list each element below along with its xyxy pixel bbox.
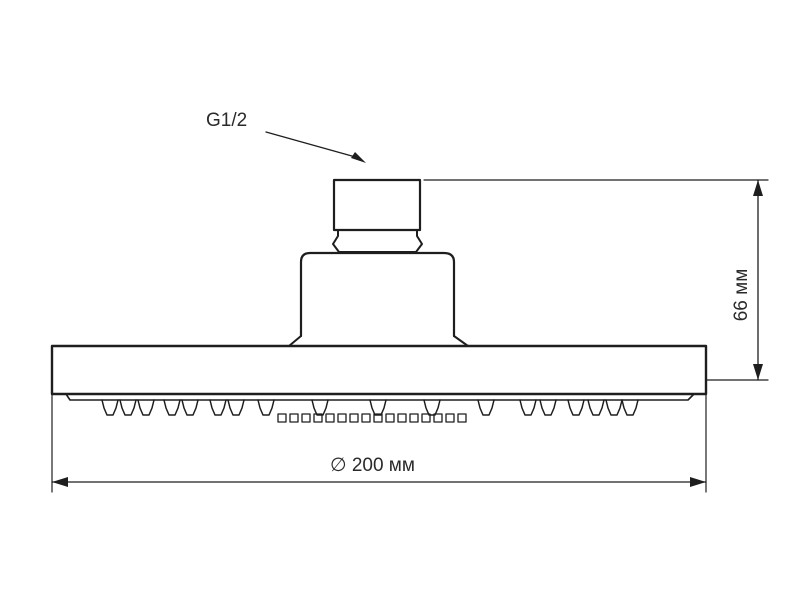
center-nozzle (457, 413, 467, 423)
center-nozzle (433, 413, 443, 423)
center-nozzle (349, 413, 359, 423)
spray-nozzle (477, 399, 495, 416)
center-nozzle (337, 413, 347, 423)
hub (299, 251, 456, 338)
shower-head (50, 178, 708, 423)
spray-nozzle (181, 399, 199, 416)
thread-connector (332, 178, 422, 232)
spray-nozzle (369, 399, 387, 416)
center-nozzle (445, 413, 455, 423)
center-nozzle (289, 413, 299, 423)
spray-nozzle (209, 399, 227, 416)
diameter-arrow-left (52, 477, 68, 487)
plate-bottom (65, 393, 695, 401)
spray-nozzle (119, 399, 137, 416)
spray-nozzle (423, 399, 441, 416)
center-nozzle (325, 413, 335, 423)
center-nozzle (385, 413, 395, 423)
spray-nozzle (567, 399, 585, 416)
center-nozzle (361, 413, 371, 423)
height-arrow-top (753, 180, 763, 196)
center-nozzle (277, 413, 287, 423)
center-nozzle (373, 413, 383, 423)
spray-nozzle (163, 399, 181, 416)
spray-nozzle (257, 399, 275, 416)
spray-nozzle (519, 399, 537, 416)
spray-nozzle (101, 399, 119, 416)
thread-leader-arrowhead (351, 152, 366, 163)
spray-nozzle (539, 399, 557, 416)
center-nozzle (421, 413, 431, 423)
thread-label: G1/2 (206, 110, 247, 131)
spray-nozzle (605, 399, 623, 416)
thread-leader-line (265, 131, 360, 159)
diameter-label: ∅ 200 мм (330, 455, 415, 476)
spray-nozzle (311, 399, 329, 416)
center-nozzle (301, 413, 311, 423)
spray-nozzle (587, 399, 605, 416)
height-dimension: 66 мм (423, 179, 769, 381)
spray-nozzle (227, 399, 245, 416)
center-nozzle (409, 413, 419, 423)
height-arrow-bottom (753, 364, 763, 380)
spray-nozzle (137, 399, 155, 416)
center-nozzle (313, 413, 323, 423)
hub-flare (288, 335, 469, 347)
diameter-arrow-right (690, 477, 706, 487)
thread-callout: G1/2 (206, 110, 366, 163)
height-label: 66 мм (731, 269, 752, 322)
spray-nozzle (621, 399, 639, 416)
shower-plate (50, 344, 708, 396)
diameter-dimension: ∅ 200 мм (51, 393, 707, 493)
spray-nozzles (101, 399, 639, 423)
center-nozzle (397, 413, 407, 423)
connector-nut (332, 229, 423, 253)
